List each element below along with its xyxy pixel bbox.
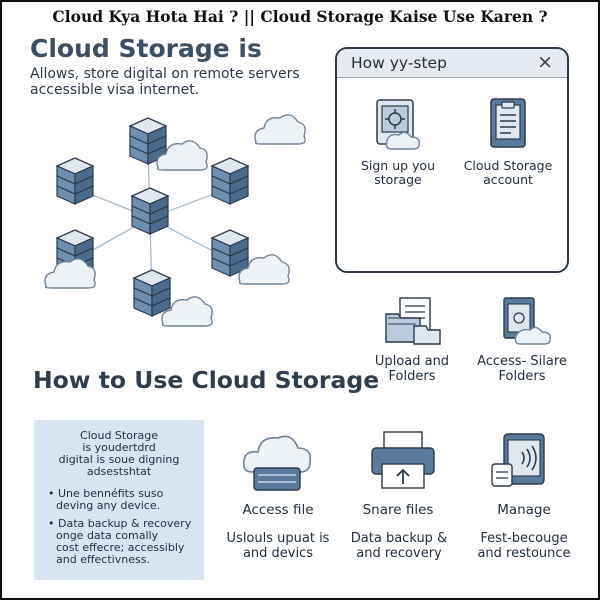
feature-access[interactable]: Access- Silare Folders bbox=[462, 296, 582, 384]
info-heading-line3: digital is soue digning bbox=[58, 453, 180, 466]
info-bullet1-line1: • Une bennéfits suso bbox=[48, 487, 164, 500]
step-signup-line1: Sign up you bbox=[360, 158, 436, 173]
feature-access-line1: Access- Silare bbox=[477, 354, 567, 369]
use-access-desc-line2: and devics bbox=[242, 546, 314, 561]
use-access-label[interactable]: Access file bbox=[242, 502, 314, 518]
step-signup[interactable]: Sign up you storage bbox=[343, 97, 453, 187]
steps-card: How yy-step × Sign up you storage Cloud … bbox=[335, 47, 569, 273]
account-document-icon bbox=[490, 98, 526, 148]
feature-upload-line2: Folders bbox=[388, 369, 436, 384]
use-manage-label[interactable]: Manage bbox=[497, 502, 551, 518]
step-account-line1: Cloud Storage bbox=[463, 158, 553, 173]
use-share-desc: Data backup & and recovery bbox=[334, 531, 464, 561]
server-icon bbox=[56, 157, 94, 205]
hero-subtitle: Allows, store digital on remote servers … bbox=[30, 66, 330, 98]
use-share-label[interactable]: Snare files bbox=[362, 502, 434, 518]
use-access-desc-line1: Uslouls upuat is bbox=[226, 531, 330, 546]
printer-share-icon bbox=[371, 431, 435, 489]
info-box: Cloud Storage is youdertdrd digital is s… bbox=[34, 420, 204, 580]
access-folder-icon bbox=[503, 297, 552, 345]
use-share-desc-line2: and recovery bbox=[356, 546, 442, 561]
info-heading-line1: Cloud Storage bbox=[80, 429, 158, 442]
info-bullet-benefits: • Une bennéfits suso deving any device. bbox=[48, 488, 198, 512]
feature-upload[interactable]: Upload and Folders bbox=[352, 296, 472, 384]
use-manage-desc-line1: Fest-becouge bbox=[480, 531, 568, 546]
info-bullet1-line2: deving any device. bbox=[56, 499, 161, 512]
info-bullet2-line3: cost effecre; accessibly bbox=[56, 541, 185, 554]
cloud-icon bbox=[254, 114, 306, 145]
use-manage-desc: Fest-becouge and restounce bbox=[459, 531, 589, 561]
steps-card-header: How yy-step × bbox=[337, 49, 567, 78]
access-cloud-icon bbox=[242, 435, 312, 491]
server-icon bbox=[131, 187, 169, 235]
info-heading-line2: is youdertdrd bbox=[82, 441, 156, 454]
section-title: How to Use Cloud Storage bbox=[33, 366, 380, 394]
steps-card-title: How yy-step bbox=[351, 54, 447, 72]
hero-subtitle-line2: accessible visa internet. bbox=[30, 82, 200, 98]
info-heading-line4: adsestshtat bbox=[86, 465, 152, 478]
info-bullet-backup: • Data backup & recovery onge data comal… bbox=[48, 518, 198, 566]
feature-upload-line1: Upload and bbox=[374, 354, 450, 369]
access-cloud-icon bbox=[514, 326, 552, 345]
info-heading: Cloud Storage is youdertdrd digital is s… bbox=[34, 430, 204, 478]
info-bullet2-line1: • Data backup & recovery bbox=[48, 517, 192, 530]
server-icon bbox=[133, 269, 171, 317]
step-account[interactable]: Cloud Storage account bbox=[453, 97, 563, 187]
info-bullet2-line4: and effectivness. bbox=[56, 553, 150, 566]
use-access-desc: Uslouls upuat is and devics bbox=[213, 531, 343, 561]
use-share-desc-line1: Data backup & bbox=[350, 531, 448, 546]
use-manage-desc-line2: and restounce bbox=[477, 546, 571, 561]
info-bullet2-line2: onge data comally bbox=[56, 529, 159, 542]
top-title: Cloud Kya Hota Hai ? || Cloud Storage Ka… bbox=[52, 7, 548, 26]
hero-title: Cloud Storage is bbox=[30, 34, 262, 63]
step-signup-line2: storage bbox=[374, 172, 422, 187]
folders-icon bbox=[385, 297, 441, 345]
hero-subtitle-line1: Allows, store digital on remote servers bbox=[30, 66, 300, 82]
server-icon bbox=[211, 157, 249, 205]
server-network-illustration bbox=[44, 114, 306, 327]
feature-access-line2: Folders bbox=[498, 369, 546, 384]
close-icon[interactable]: × bbox=[537, 51, 553, 73]
nfc-manage-icon bbox=[491, 433, 545, 487]
step-account-line2: account bbox=[483, 172, 533, 187]
signup-icon bbox=[376, 99, 421, 150]
